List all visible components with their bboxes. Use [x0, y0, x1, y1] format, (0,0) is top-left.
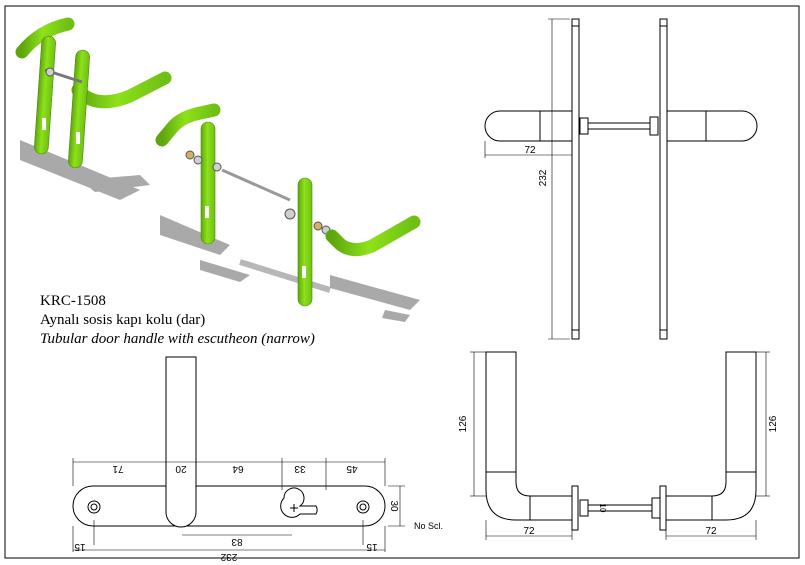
dim-front-45: 45 — [346, 463, 358, 474]
no-scale-note: No Scl. — [414, 521, 444, 531]
front-view — [72, 356, 405, 552]
dim-front-33: 33 — [294, 463, 306, 474]
dim-front-30: 30 — [388, 500, 399, 512]
escutcheon-plate-right — [297, 177, 313, 307]
dim-front-83: 83 — [231, 536, 243, 547]
dim-top-72-right: 72 — [705, 526, 717, 537]
top-view-dimensions: 126 126 72 72 10 — [458, 415, 779, 537]
shadow-middle — [160, 215, 250, 282]
shadow-right — [330, 275, 420, 322]
escutcheon-plate-left-2 — [68, 49, 90, 169]
dim-side-handle-length: 72 — [524, 145, 536, 156]
dim-front-15-left: 15 — [74, 541, 86, 552]
dim-top-72-left: 72 — [523, 526, 535, 537]
dim-top-126-right: 126 — [768, 415, 779, 432]
dim-front-71: 71 — [112, 463, 124, 474]
product-code: KRC-1508 — [40, 293, 106, 309]
escutcheon-plate-middle — [200, 121, 216, 245]
dim-front-20: 20 — [175, 463, 187, 474]
dim-front-15-right: 15 — [366, 541, 378, 552]
front-view-dimensions: 71 20 64 33 45 30 83 232 15 15 — [74, 463, 399, 562]
top-view — [470, 351, 770, 540]
side-view — [484, 18, 758, 340]
escutcheon-plate-left-1 — [34, 35, 56, 155]
dim-top-spindle: 10 — [598, 504, 607, 513]
product-name-en: Tubular door handle with escutheon (narr… — [40, 331, 315, 347]
shadow-left — [20, 140, 150, 200]
sheet-border — [4, 5, 800, 559]
dim-front-64: 64 — [232, 463, 244, 474]
dim-top-126-left: 126 — [458, 415, 469, 432]
dim-side-plate-height: 232 — [538, 169, 549, 186]
product-name-tr: Aynalı sosis kapı kolu (dar) — [40, 312, 206, 328]
dim-front-232: 232 — [220, 551, 237, 562]
exploded-3d-view — [15, 17, 421, 322]
